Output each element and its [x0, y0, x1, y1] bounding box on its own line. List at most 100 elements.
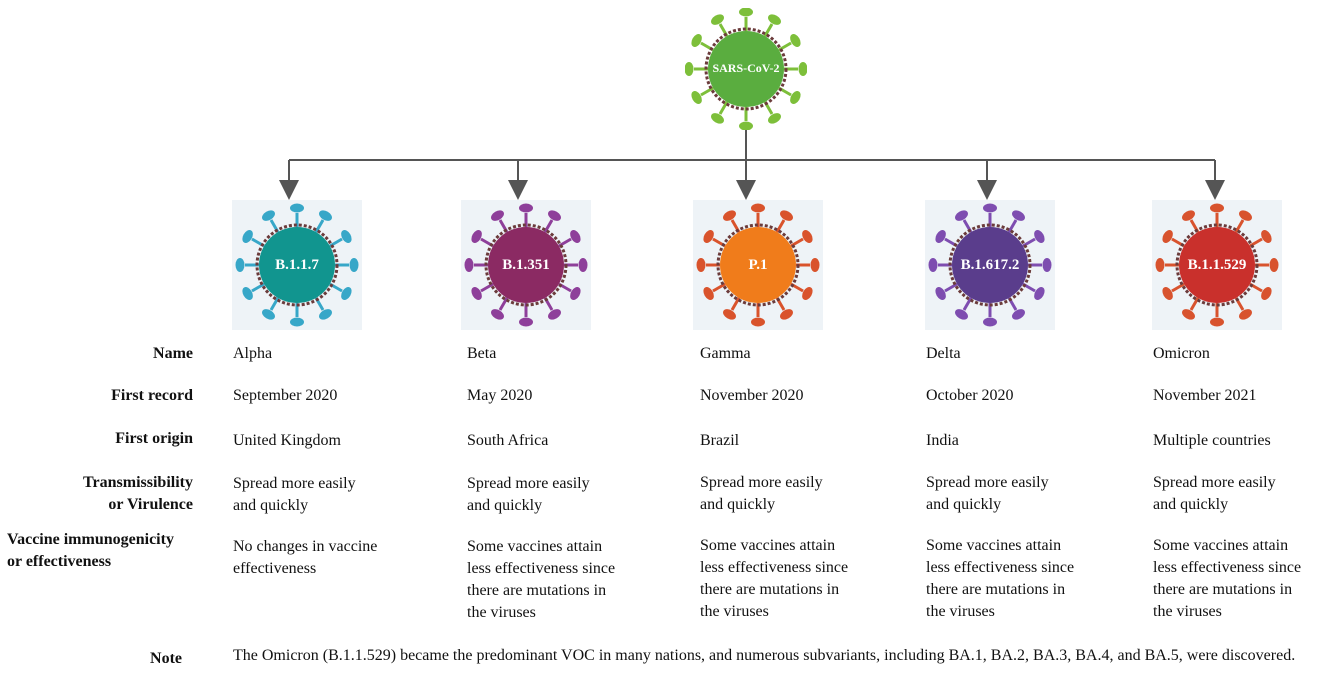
- cell-name: Delta: [926, 345, 961, 362]
- cell-line: and quickly: [926, 496, 1002, 513]
- spike-head: [242, 287, 253, 300]
- spike-stem: [329, 237, 343, 248]
- spike-stem: [962, 297, 973, 311]
- spike-head: [691, 91, 702, 104]
- cell-line: Spread more easily: [700, 474, 823, 491]
- virus-alpha: B.1.1.7: [232, 200, 362, 330]
- spike-head: [928, 258, 938, 272]
- virus-membrane: [716, 223, 800, 307]
- spike-head: [955, 210, 968, 221]
- spike-head: [471, 287, 482, 300]
- row-label-vaccine: Vaccine immunogenicity or effectiveness: [7, 529, 227, 573]
- spike-stem: [1234, 219, 1245, 233]
- row-label-name: Name: [153, 345, 193, 362]
- cell-transmissibility: Spread more easily and quickly: [700, 472, 823, 516]
- spike-head: [1239, 210, 1252, 221]
- cell-line: the viruses: [467, 604, 536, 621]
- spike-head: [768, 14, 781, 25]
- spike-head: [242, 230, 253, 243]
- spike-head: [319, 210, 332, 221]
- spike-head: [955, 309, 968, 320]
- variant-code: B.1.617.2: [960, 257, 1020, 273]
- cell-line: effectiveness: [233, 560, 317, 577]
- cell-line: Some vaccines attain: [926, 537, 1062, 554]
- spike-stem: [944, 282, 958, 293]
- cell-vaccine: Some vaccines attain less effectiveness …: [926, 535, 1074, 623]
- spike-head: [723, 309, 736, 320]
- spike-head: [739, 8, 753, 17]
- spike-stem: [314, 219, 325, 233]
- cell-name: Omicron: [1153, 345, 1210, 362]
- cell-first-record: September 2020: [233, 387, 338, 404]
- virus-gamma: P.1: [693, 200, 823, 330]
- spike-head: [548, 210, 561, 221]
- virus-body: [259, 227, 335, 303]
- spike-head: [570, 287, 581, 300]
- row-label-line: or effectiveness: [7, 553, 112, 570]
- spike-stem: [1189, 297, 1200, 311]
- virus-membrane: [948, 223, 1032, 307]
- cell-line: less effectiveness since: [1153, 559, 1302, 576]
- cell-line: there are mutations in: [926, 581, 1066, 598]
- spike-head: [519, 317, 533, 327]
- cell-line: Some vaccines attain: [1153, 537, 1289, 554]
- cell-vaccine: Some vaccines attain less effectiveness …: [700, 535, 848, 623]
- spike-head: [290, 203, 304, 213]
- virus-body: [720, 227, 796, 303]
- spike-head: [471, 230, 482, 243]
- row-label-line: Transmissibility: [83, 474, 193, 491]
- cell-transmissibility: Spread more easily and quickly: [1153, 472, 1276, 516]
- cell-transmissibility: Spread more easily and quickly: [926, 472, 1049, 516]
- spike-stem: [1171, 282, 1185, 293]
- spike-head: [341, 230, 352, 243]
- connector-tree: [279, 130, 1225, 200]
- virus-body: [1179, 227, 1255, 303]
- virus-omicron-icon: [1155, 203, 1279, 327]
- spike-head: [1261, 287, 1272, 300]
- cell-vaccine: Some vaccines attain less effectiveness …: [1153, 535, 1301, 623]
- spike-head: [935, 287, 946, 300]
- spike-head: [1034, 230, 1045, 243]
- spike-stem: [251, 282, 265, 293]
- spike-head: [1042, 258, 1052, 272]
- spike-head: [703, 230, 714, 243]
- cell-line: Spread more easily: [467, 475, 590, 492]
- spike-head: [723, 210, 736, 221]
- virus-membrane: [484, 223, 568, 307]
- virus-membrane: [1175, 223, 1259, 307]
- spike-head: [780, 210, 793, 221]
- root-virus: SARS-CoV-2: [685, 8, 807, 130]
- spike-head: [1210, 203, 1224, 213]
- spike-head: [578, 258, 588, 272]
- spike-stem: [543, 219, 554, 233]
- cell-line: less effectiveness since: [467, 560, 616, 577]
- virus-delta: B.1.617.2: [925, 200, 1055, 330]
- spike-head: [349, 258, 359, 272]
- cell-first-record: November 2021: [1153, 387, 1257, 404]
- spike-head: [1239, 309, 1252, 320]
- virus-delta-icon: [928, 203, 1052, 327]
- row-label-line: or Virulence: [108, 496, 193, 513]
- spike-head: [751, 203, 765, 213]
- row-label-line: Vaccine immunogenicity: [7, 531, 174, 548]
- cell-line: the viruses: [926, 603, 995, 620]
- spike-head: [1034, 287, 1045, 300]
- spike-head: [780, 309, 793, 320]
- cell-line: there are mutations in: [1153, 581, 1293, 598]
- spike-head: [1261, 230, 1272, 243]
- spike-stem: [1007, 219, 1018, 233]
- cell-line: No changes in vaccine: [233, 538, 378, 555]
- variant-code: P.1: [748, 257, 768, 273]
- spike-head: [1162, 230, 1173, 243]
- spike-head: [983, 317, 997, 327]
- cell-first-origin: South Africa: [467, 432, 549, 449]
- cell-first-origin: Multiple countries: [1153, 432, 1271, 449]
- spike-head: [685, 62, 694, 76]
- spike-head: [1162, 287, 1173, 300]
- spike-head: [739, 121, 753, 130]
- spike-head: [548, 309, 561, 320]
- virus-body: [708, 31, 784, 107]
- spike-head: [1012, 210, 1025, 221]
- spike-head: [751, 317, 765, 327]
- cell-line: there are mutations in: [467, 582, 607, 599]
